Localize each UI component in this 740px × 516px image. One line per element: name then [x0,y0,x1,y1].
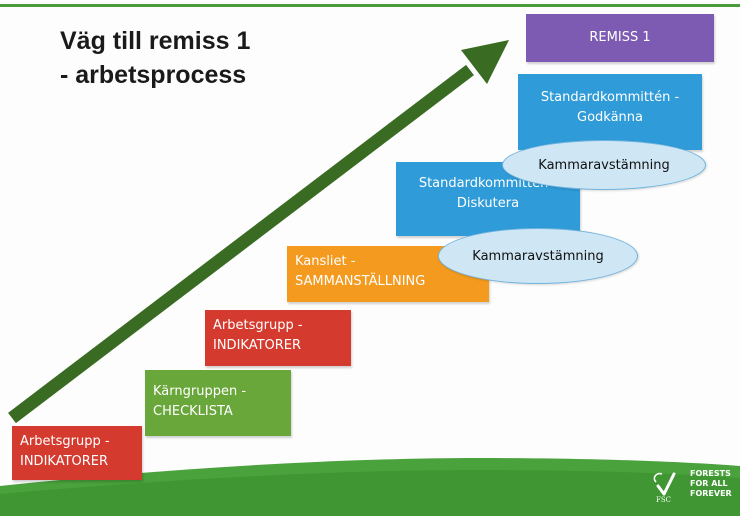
step-1-line1: Arbetsgrupp - [20,434,110,449]
kammaravstamning-callout-upper: Kammaravstämning [502,140,706,190]
step-6-line2: Godkänna [577,110,643,125]
step-2-line1: Kärngruppen - [153,384,247,399]
callout-upper-label: Kammaravstämning [538,157,670,173]
top-rule [0,4,740,7]
step-6-line1: Standardkommittén - [540,90,680,105]
step-arbetsgrupp-1: Arbetsgrupp - INDIKATORER [12,426,142,480]
step-4-line2: SAMMANSTÄLLNING [295,274,426,289]
title-line-2: - arbetsprocess [60,61,247,89]
step-1-line2: INDIKATORER [20,454,109,469]
fsc-tagline-3: FOREVER [690,489,732,498]
step-3-line1: Arbetsgrupp - [213,318,303,333]
fsc-logo: FSC FORESTS FOR ALL FOREVER [653,469,732,504]
kammaravstamning-callout-lower: Kammaravstämning [438,228,638,284]
fsc-tagline-2: FOR ALL [690,479,728,488]
step-2-line2: CHECKLISTA [153,404,233,419]
step-5-line2: Diskutera [456,196,520,211]
step-arbetsgrupp-2: Arbetsgrupp - INDIKATORER [205,310,351,366]
step-3-line2: INDIKATORER [213,338,302,353]
step-karngruppen: Kärngruppen - CHECKLISTA [145,370,291,436]
fsc-tagline-1: FORESTS [690,469,731,478]
fsc-tree-check-icon [653,472,676,496]
callout-lower-label: Kammaravstämning [472,248,604,264]
fsc-mark-text: FSC [656,496,671,504]
title-line-1: Väg till remiss 1 [60,27,251,55]
step-remiss-1: REMISS 1 [526,14,714,62]
step-standardkommitten-godkanna: Standardkommittén - Godkänna [518,74,702,150]
step-4-line1: Kansliet - [295,254,356,269]
slide-title: Väg till remiss 1 - arbetsprocess [60,24,250,92]
step-7-line1: REMISS 1 [589,30,651,45]
